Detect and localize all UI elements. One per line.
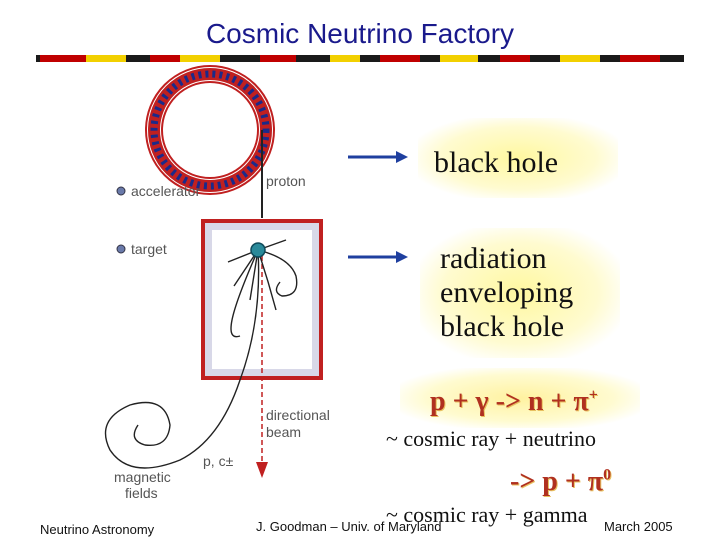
- radiation-label-line2: enveloping: [440, 276, 574, 309]
- black-hole-glow: [418, 118, 618, 198]
- accelerator-label: accelerator: [131, 183, 201, 199]
- radiation-arrow: [348, 251, 408, 263]
- accelerator-bullet: [116, 186, 126, 196]
- fields-label: fields: [125, 485, 158, 501]
- equation-2: -> p + π0: [510, 466, 611, 498]
- footer-center: J. Goodman – Univ. of Maryland: [256, 519, 442, 534]
- equation-1: p + γ -> n + π+: [430, 386, 598, 418]
- equation-2-caption: ~ cosmic ray + gamma: [386, 502, 588, 527]
- black-hole-arrow: [348, 151, 408, 163]
- radiation-label-line1: radiation: [440, 242, 547, 275]
- target-center: [250, 242, 266, 258]
- equation-2-sup: 0: [603, 466, 612, 484]
- footer-right: March 2005: [604, 519, 673, 534]
- target-bullet: [116, 244, 126, 254]
- equation-glow: [400, 368, 640, 428]
- radiation-label-line3: black hole: [440, 310, 565, 343]
- title-stripe: [36, 55, 684, 62]
- beam-arrowhead: [256, 462, 268, 478]
- directional-label: directional: [266, 407, 330, 423]
- target-label: target: [131, 241, 167, 257]
- accelerator-ring: [145, 65, 275, 195]
- beam-label: beam: [266, 424, 301, 440]
- magnetic-label: magnetic: [114, 469, 171, 485]
- equation-2-main: -> p + π: [510, 466, 604, 497]
- footer-left: Neutrino Astronomy: [40, 522, 155, 537]
- proton-label: proton: [266, 173, 306, 189]
- equation-1-sup: +: [588, 386, 598, 404]
- p-c-label: p, c±: [203, 453, 234, 469]
- radiation-glow: [420, 228, 620, 358]
- equation-1-caption: ~ cosmic ray + neutrino: [386, 426, 597, 451]
- equation-1-main: p + γ -> n + π: [430, 386, 589, 417]
- black-hole-label: black hole: [434, 146, 559, 179]
- slide-title: Cosmic Neutrino Factory: [205, 18, 515, 49]
